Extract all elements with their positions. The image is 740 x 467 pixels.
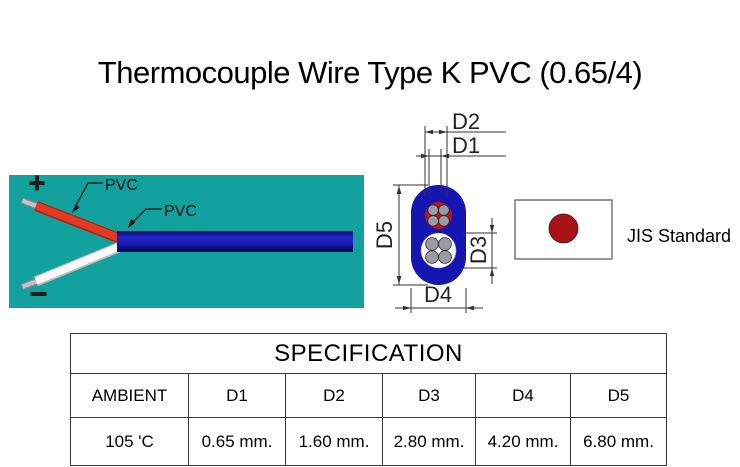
cell-d4: 4.20 mm.: [475, 417, 571, 466]
page-title: Thermocouple Wire Type K PVC (0.65/4): [97, 55, 643, 90]
flag-sun: [548, 213, 579, 244]
table-title: SPECIFICATION: [70, 333, 667, 374]
dim-label-d3: D3: [466, 236, 491, 264]
cell-d1: 0.65 mm.: [188, 417, 286, 466]
dim-label-d2: D2: [452, 109, 480, 134]
dim-label-d4: D4: [424, 282, 452, 307]
plus-icon: [29, 175, 45, 191]
dimension-lines: D2 D1 D5 D4: [372, 109, 506, 313]
pvc-label: PVC: [164, 203, 197, 220]
cell-d5: 6.80 mm.: [570, 417, 667, 466]
bare-wire-tip: [21, 279, 38, 289]
table-row: 105 'C 0.65 mm. 1.60 mm. 2.80 mm. 4.20 m…: [70, 417, 667, 466]
cell-ambient: 105 'C: [70, 417, 189, 466]
col-header-d3: D3: [382, 373, 476, 418]
cable-jacket: [117, 231, 353, 252]
callout-arrowhead: [72, 204, 80, 213]
pvc-jacket-callout: PVC: [128, 203, 197, 228]
red-thermocouple-wire: [20, 197, 123, 244]
col-header-d2: D2: [285, 373, 383, 418]
table-header-row: AMBIENT D1 D2 D3 D4 D5: [70, 373, 667, 418]
col-header-d1: D1: [188, 373, 286, 418]
col-header-d5: D5: [570, 373, 667, 418]
bare-wire-tip: [21, 198, 38, 209]
white-thermocouple-wire: [20, 241, 123, 290]
cable-cross-section: [411, 185, 466, 285]
minus-icon: [30, 292, 47, 296]
col-header-ambient: AMBIENT: [70, 373, 189, 418]
dim-label-d5: D5: [372, 221, 397, 249]
dimension-d1: D1: [416, 133, 506, 193]
jis-standard-label: JIS Standard: [627, 226, 731, 246]
japan-flag-icon: [514, 199, 613, 260]
pvc-wire-callout: PVC: [72, 177, 138, 213]
white-core-insulation: [420, 232, 457, 269]
cell-d2: 1.60 mm.: [285, 417, 383, 466]
cell-d3: 2.80 mm.: [382, 417, 476, 466]
dimension-d4: D4: [395, 282, 483, 313]
specification-table: SPECIFICATION AMBIENT D1 D2 D3 D4 D5 105…: [70, 333, 667, 466]
dimension-d3: D3: [463, 218, 497, 284]
col-header-d4: D4: [475, 373, 571, 418]
white-core-strands: [425, 237, 452, 264]
dimension-d2: D2: [424, 109, 506, 196]
dimension-d5: D5: [372, 184, 428, 286]
callout-arrowhead: [128, 219, 136, 228]
red-core-strands: [427, 204, 450, 227]
dim-label-d1: D1: [452, 133, 480, 158]
pvc-label: PVC: [105, 177, 138, 194]
red-core-insulation: [425, 202, 452, 229]
